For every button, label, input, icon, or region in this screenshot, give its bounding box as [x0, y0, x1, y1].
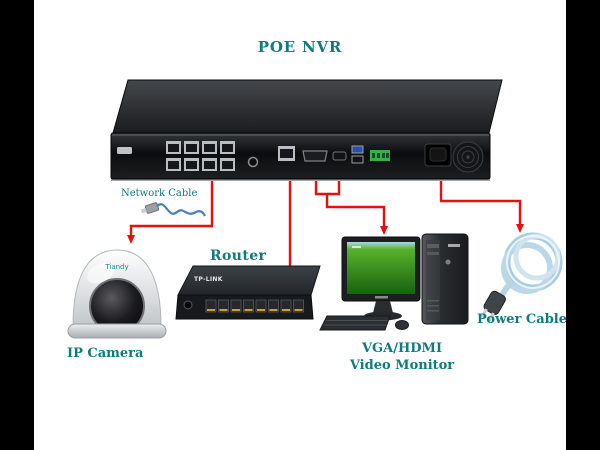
keyboard — [319, 315, 391, 331]
power-cable-label: Power Cable — [476, 312, 567, 327]
ip-camera-label: IP Camera — [67, 346, 144, 361]
nvr-usb-ports — [351, 145, 364, 164]
camera-brand-text: Tiandy — [105, 263, 129, 271]
ip-camera-device — [67, 249, 167, 339]
nvr-terminal-block — [370, 150, 390, 161]
mouse — [395, 320, 409, 330]
monitor-screen — [347, 242, 415, 294]
video-monitor-label: VGA/HDMI Video Monitor — [332, 340, 472, 374]
monitor-device — [319, 236, 421, 331]
arrow-to-monitor — [325, 194, 388, 235]
nvr-ethernet-ports — [166, 141, 235, 171]
nvr-fan-grille — [452, 141, 484, 173]
power-plug — [480, 290, 506, 322]
monitor-stand — [373, 301, 393, 313]
nvr-vga-port — [302, 150, 328, 162]
router-brand-text: TP-LINK — [194, 276, 223, 283]
nvr-audio-port — [247, 156, 259, 168]
video-monitor-label-line1: VGA/HDMI — [361, 341, 443, 356]
nvr-device — [110, 79, 503, 181]
nvr-power-inlet — [424, 143, 452, 167]
arrow-to-camera — [127, 181, 214, 244]
router-label: Router — [210, 248, 267, 264]
arrow-bracket-vga-hdmi — [314, 181, 341, 196]
desktop-tower — [421, 233, 469, 325]
network-cable-icon — [140, 202, 206, 217]
letterbox-right-bar — [566, 0, 600, 450]
diagram-title: POE NVR — [257, 38, 343, 56]
nvr-hdmi-port — [332, 151, 347, 161]
router-ports — [205, 299, 304, 313]
router-device — [175, 265, 321, 320]
nvr-lan-port — [278, 146, 295, 161]
video-monitor-label-line2: Video Monitor — [349, 358, 455, 373]
arrow-to-power-cable — [439, 181, 524, 233]
router-power-socket — [183, 300, 193, 310]
letterbox-left-bar — [0, 0, 34, 450]
power-cable-device — [480, 232, 563, 322]
network-cable-label: Network Cable — [121, 188, 198, 199]
tower-power-button — [445, 259, 451, 265]
